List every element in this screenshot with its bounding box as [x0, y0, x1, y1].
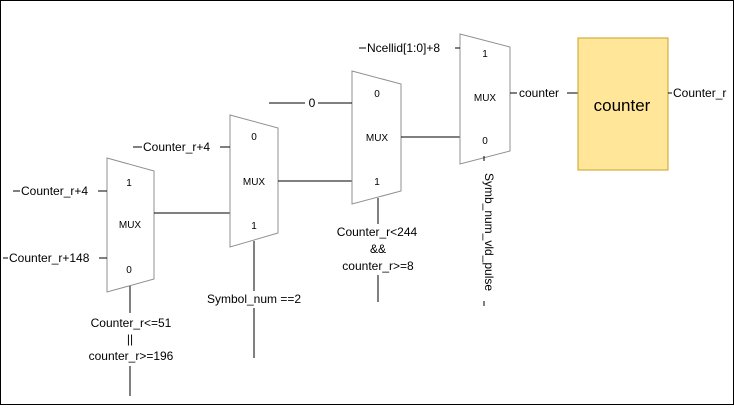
mux-1-input-bottom: Counter_r+148 — [9, 251, 90, 265]
counter-output-label: Counter_r — [673, 86, 726, 100]
mux-3-pin-bottom: 1 — [374, 177, 380, 188]
counter-block-label: counter — [594, 96, 651, 115]
mux-1-pin-bottom: 0 — [126, 265, 132, 276]
mux-2-input-top: Counter_r+4 — [143, 140, 210, 154]
mux-3-label: MUX — [366, 133, 389, 144]
mux-4: 1 MUX 0 — [459, 33, 511, 165]
mux-4-pin-top: 1 — [482, 49, 488, 60]
mux-2-pin-bottom: 1 — [251, 221, 257, 232]
mux-1-label: MUX — [119, 220, 142, 231]
mux-1-body — [106, 157, 155, 293]
mux-4-output-label: counter — [519, 86, 559, 100]
mux-1-select-line-2: || — [127, 332, 133, 346]
mux-2: 0 MUX 1 — [229, 114, 279, 248]
mux-3-pin-top: 0 — [374, 89, 380, 100]
mux-3-select-line-3: counter_r>=8 — [342, 259, 414, 273]
mux-1-select-line-1: Counter_r<=51 — [91, 316, 172, 330]
mux-3-body — [351, 70, 402, 205]
mux-3: 0 MUX 1 — [351, 70, 402, 205]
mux-2-select-label: Symbol_num ==2 — [207, 292, 301, 306]
mux-2-body — [229, 114, 279, 248]
mux-4-body — [459, 33, 511, 165]
mux-1-select-line-3: counter_r>=196 — [89, 349, 174, 363]
mux-2-label: MUX — [243, 177, 266, 188]
mux-4-label: MUX — [474, 93, 497, 104]
mux-1-pin-top: 1 — [126, 178, 132, 189]
mux-3-input-top-bg — [305, 95, 318, 109]
mux-3-select-line-1: Counter_r<244 — [337, 225, 418, 239]
mux-3-select-line-2: && — [370, 242, 386, 256]
mux-1-input-top: Counter_r+4 — [21, 184, 88, 198]
mux-4-select-label: Symb_num_vld_pulse — [482, 173, 496, 291]
counter-block — [577, 37, 669, 171]
mux-1: 1 MUX 0 — [106, 157, 155, 293]
mux-4-input-top: Ncellid[1:0]+8 — [367, 41, 440, 55]
mux-3-input-top: 0 — [309, 96, 316, 110]
mux-2-pin-top: 0 — [251, 132, 257, 143]
mux-4-pin-bottom: 0 — [482, 136, 488, 147]
